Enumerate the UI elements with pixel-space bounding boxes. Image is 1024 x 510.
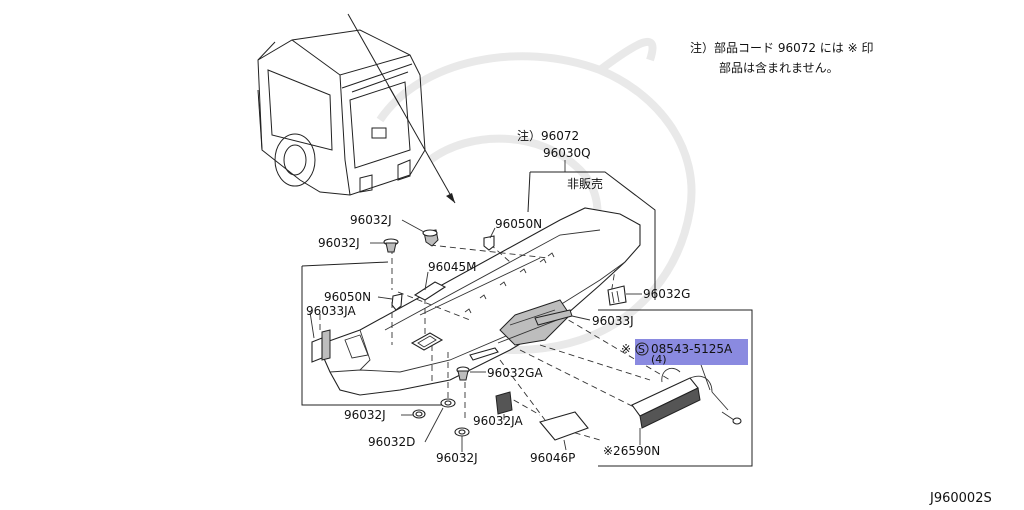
pad-96045m [413,281,447,301]
rear-spoiler [317,207,641,396]
label-leaders [309,219,711,452]
clip-96032j-bottom-left [412,409,426,419]
bracket-96032ga [469,347,499,361]
note-line-1: 注）部品コード 96072 には ※ 印 [690,40,874,55]
label-96032j-bottom-left: 96032J [344,408,386,422]
standard-part-s: S [638,343,645,356]
label-96032d: 96032D [368,435,415,449]
label-quantity: (4) [651,353,667,366]
assembly-bracket-top [530,171,656,300]
bracket-96033ja [311,337,323,363]
standard-part-symbol [635,342,649,356]
van-illustration [257,29,426,196]
label-not-for-sale: 非販売 [567,176,603,191]
label-96050n-left: 96050N [324,290,371,304]
asterisk-mark: ※ [621,342,631,356]
stop-lamp-26590n [631,368,729,429]
label-96032j-left: 96032J [318,236,360,250]
clip-96032j-bottom [454,427,470,437]
label-96046p: 96046P [530,451,575,465]
clip-96032j-left [383,238,399,253]
pointer-arrow [347,13,456,204]
clip-96050n-top [483,235,495,251]
clip-holes [464,252,555,314]
label-26590n: ※26590N [603,444,660,458]
note-line-2: 部品は含まれません。 [719,60,839,75]
label-96033j: 96033J [592,314,634,328]
label-96050n-top: 96050N [495,217,542,231]
assembly-bracket-outer [301,266,452,406]
cover-96046p [539,411,589,441]
label-96032ga: 96032GA [487,366,543,380]
label-note-96072: 注）96072 [517,128,579,143]
label-96032j-top: 96032J [350,213,392,227]
screw-08543 [721,411,742,425]
seal-pad [410,332,444,351]
label-96032j-bottom: 96032J [436,451,478,465]
diagram-code: J960002S [929,491,992,506]
arrow-segment [387,84,401,107]
clip-96032ga [456,366,470,381]
dashed-leaders [319,243,671,441]
label-96045m: 96045M [428,260,477,274]
label-08543-5125a: 08543-5125A [651,342,733,356]
highlight-08543 [635,339,748,365]
clip-96032ja [495,391,513,415]
assembly-bracket-outer-top [301,261,389,267]
clip-96032d [440,398,456,408]
label-96032ja: 96032JA [473,414,524,428]
clip-96032g [607,285,627,306]
assembly-bracket-left [527,171,531,213]
label-96032g: 96032G [643,287,690,301]
clip-96050n-left [391,293,403,311]
arrow-head [446,193,455,203]
lamp-bracket [598,309,753,467]
label-96033ja: 96033JA [306,304,357,318]
clip-96032j-top [422,229,439,247]
label-96030q: 96030Q [543,146,591,160]
